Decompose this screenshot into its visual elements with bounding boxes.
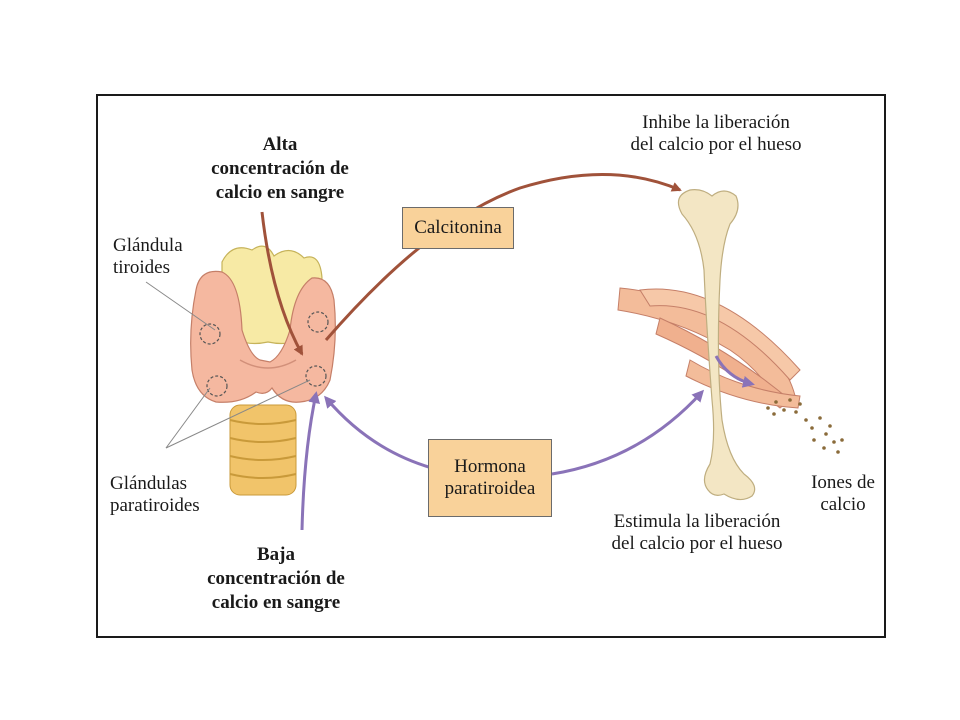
low-calcium-label: Baja concentración de calcio en sangre: [207, 544, 345, 613]
thyroid-label: Glándula tiroides: [113, 235, 183, 278]
pth-arrow-to-gland: [324, 395, 433, 470]
parathyroid-label: Glándulas paratiroides: [110, 473, 200, 516]
thyroid-gland: [190, 270, 336, 403]
bone-illustration: [677, 189, 756, 501]
calcium-ions-label: Iones de calcio: [811, 472, 875, 515]
leader-lines: [145, 281, 311, 449]
bone-release-arrow: [714, 355, 755, 388]
calcitonin-arrow: [324, 173, 682, 341]
pth-box: Hormona paratiroidea: [428, 439, 552, 517]
high-calcium-arrow: [260, 211, 304, 356]
calcitonin-box: Calcitonina: [402, 207, 514, 249]
inhibit-release-label: Inhibe la liberación del calcio por el h…: [630, 112, 802, 155]
parathyroid-markers: [199, 311, 329, 397]
pth-arrow-to-bone: [551, 389, 705, 476]
muscle-illustration: [617, 287, 801, 409]
low-calcium-arrow: [300, 391, 320, 531]
high-calcium-label: Alta concentración de calcio en sangre: [211, 134, 349, 203]
calcium-ion-dots: [766, 398, 844, 454]
trachea-illustration: [229, 404, 297, 496]
stimulate-release-label: Estimula la liberación del calcio por el…: [611, 511, 783, 554]
